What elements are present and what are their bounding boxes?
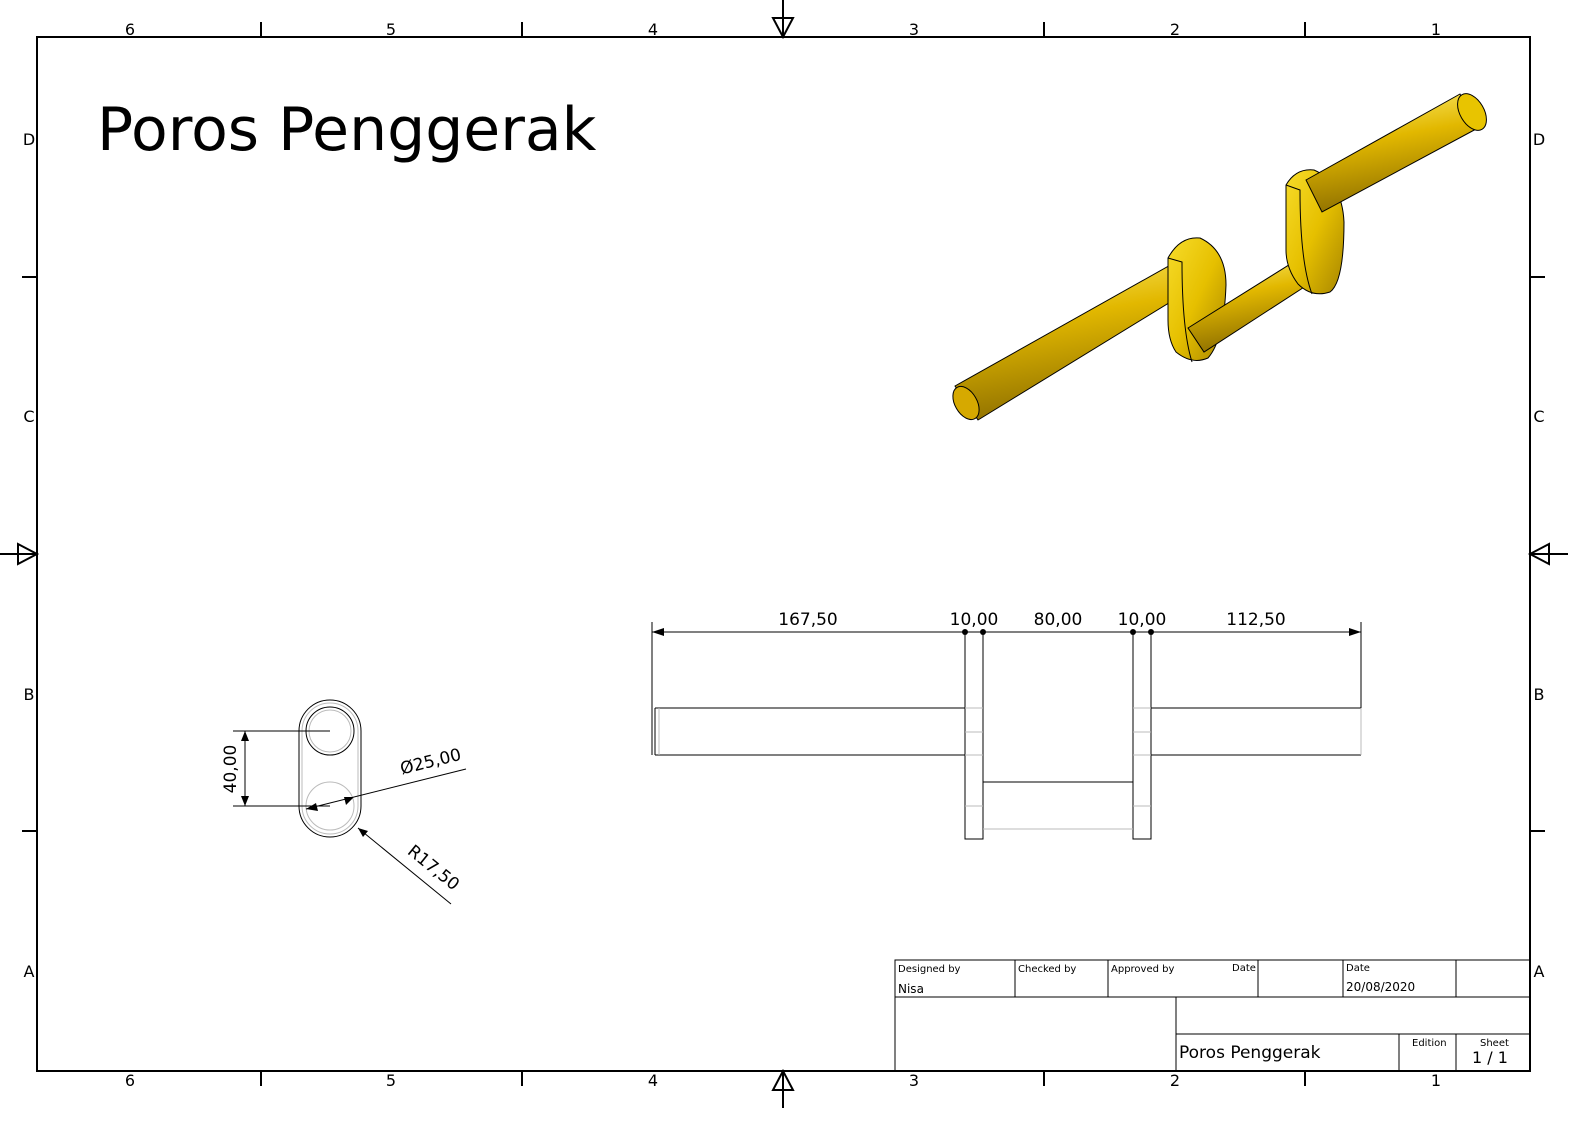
date-label-2: Date xyxy=(1346,963,1370,974)
sheet-label: Sheet xyxy=(1480,1038,1509,1049)
front-dimension-4: 10,00 xyxy=(1118,610,1167,630)
zone-row-right-a: A xyxy=(1534,962,1545,981)
date-value: 20/08/2020 xyxy=(1346,980,1415,994)
side-diameter-dimension: Ø25,00 xyxy=(398,745,463,779)
front-dimension-1: 167,50 xyxy=(778,610,837,630)
zone-row-left-d: D xyxy=(23,130,35,149)
designed-by-value: Nisa xyxy=(898,982,924,996)
side-height-dimension: 40,00 xyxy=(221,745,241,794)
front-shaft-right xyxy=(1151,707,1361,756)
zone-row-right-c: C xyxy=(1533,407,1544,426)
drawing-title: Poros Penggerak xyxy=(97,95,597,165)
zone-row-left-a: A xyxy=(24,962,35,981)
sheet-value: 1 / 1 xyxy=(1472,1048,1508,1067)
checked-by-label: Checked by xyxy=(1018,964,1076,975)
zone-col-bottom-3: 4 xyxy=(648,1071,658,1090)
date-label-1: Date xyxy=(1232,963,1256,974)
approved-by-label: Approved by xyxy=(1111,964,1174,975)
zone-col-bottom-5: 2 xyxy=(1170,1071,1180,1090)
shaft-left-end-face xyxy=(952,385,980,421)
zone-row-right-d: D xyxy=(1533,130,1545,149)
zone-row-right-b: B xyxy=(1534,685,1545,704)
side-view-outline xyxy=(298,699,362,838)
zone-ticks xyxy=(22,22,1545,1086)
title-block: Designed by Nisa Checked by Approved by … xyxy=(894,959,1531,1072)
shaft-left-segment xyxy=(954,253,1204,421)
zone-col-top-4: 3 xyxy=(909,20,919,39)
zone-col-bottom-4: 3 xyxy=(909,1071,919,1090)
shaft-right-segment xyxy=(1305,93,1479,213)
front-web-2 xyxy=(1132,631,1152,840)
edition-label: Edition xyxy=(1412,1038,1447,1049)
side-view: 40,00 Ø25,00 R17,50 xyxy=(221,699,467,905)
zone-col-top-3: 4 xyxy=(648,20,658,39)
zone-labels: 6 5 4 3 2 1 6 5 4 3 2 1 D C B A D C B A xyxy=(23,20,1545,1090)
front-dimension-3: 80,00 xyxy=(1034,610,1083,630)
front-view: 167,50 10,00 80,00 10,00 112,50 xyxy=(651,610,1362,840)
front-web-1 xyxy=(964,631,984,840)
zone-col-top-2: 5 xyxy=(386,20,396,39)
isometric-shaft-view xyxy=(952,93,1487,421)
part-title: Poros Penggerak xyxy=(1179,1043,1321,1063)
zone-col-bottom-6: 1 xyxy=(1431,1071,1441,1090)
zone-row-left-c: C xyxy=(23,407,34,426)
centering-marks xyxy=(0,0,1568,1108)
zone-col-top-6: 1 xyxy=(1431,20,1441,39)
side-radius-dimension: R17,50 xyxy=(403,841,463,895)
zone-col-bottom-2: 5 xyxy=(386,1071,396,1090)
shaft-right-end-face xyxy=(1457,93,1487,131)
front-dimension-5: 112,50 xyxy=(1226,610,1285,630)
front-dimension-2: 10,00 xyxy=(950,610,999,630)
zone-col-bottom-1: 6 xyxy=(125,1071,135,1090)
designed-by-label: Designed by xyxy=(898,964,961,975)
zone-col-top-1: 6 xyxy=(125,20,135,39)
zone-col-top-5: 2 xyxy=(1170,20,1180,39)
zone-row-left-b: B xyxy=(24,685,35,704)
front-shaft-left xyxy=(654,707,965,756)
